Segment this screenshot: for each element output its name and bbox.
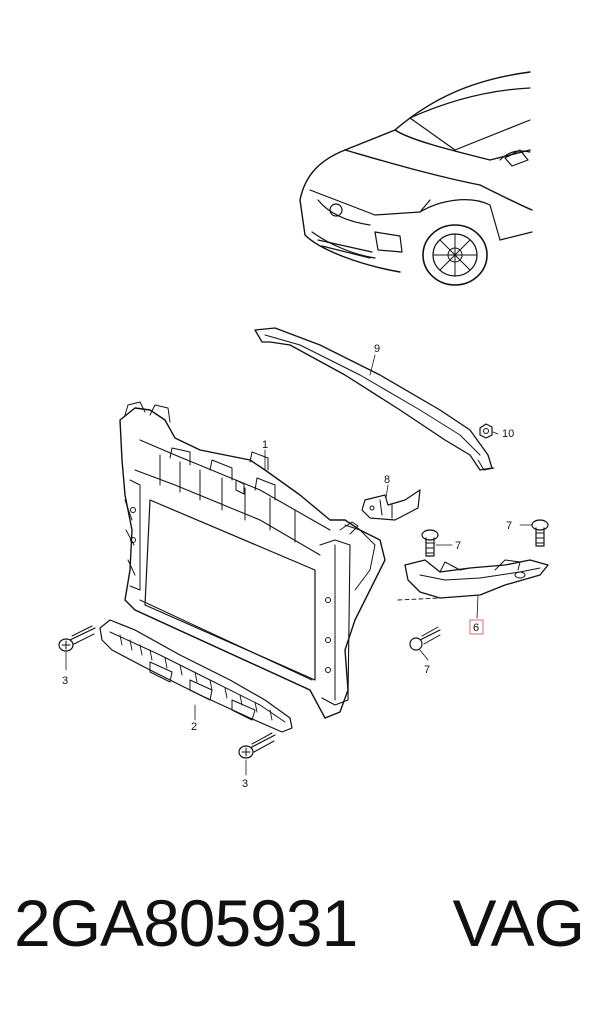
callout-3-bottom: 3 (242, 778, 248, 790)
brand-name: VAG (452, 886, 585, 960)
callout-7-b: 7 (506, 520, 512, 532)
part-10-nut (479, 423, 493, 439)
callout-10: 10 (502, 428, 514, 440)
part-number: 2GA805931 (14, 886, 358, 960)
callout-7-c: 7 (424, 664, 430, 676)
part-2-air-guide (99, 619, 293, 733)
callout-1: 1 (262, 439, 268, 451)
callout-9: 9 (374, 343, 380, 355)
part-7-screw-3 (409, 626, 441, 651)
callout-8: 8 (384, 474, 390, 486)
parts-diagram: 1 9 10 8 7 7 7 6 3 2 3 (58, 71, 549, 790)
callout-7-a: 7 (455, 540, 461, 552)
callout-6-highlight-box (469, 619, 484, 635)
callout-3-left: 3 (62, 675, 68, 687)
leader-lines (65, 354, 533, 776)
part-9-upper-crossmember (254, 327, 495, 471)
part-3-screw-left (58, 625, 96, 652)
callout-6: 6 (473, 622, 479, 634)
callout-2: 2 (191, 721, 197, 733)
vehicle-illustration (299, 71, 533, 286)
part-6-support-bracket (397, 559, 549, 601)
part-7-screw-2 (531, 519, 549, 547)
part-1-lock-carrier (119, 401, 386, 719)
part-3-screw-bottom (238, 732, 276, 759)
part-7-screw-1 (421, 529, 439, 557)
part-8-bracket (361, 489, 421, 521)
